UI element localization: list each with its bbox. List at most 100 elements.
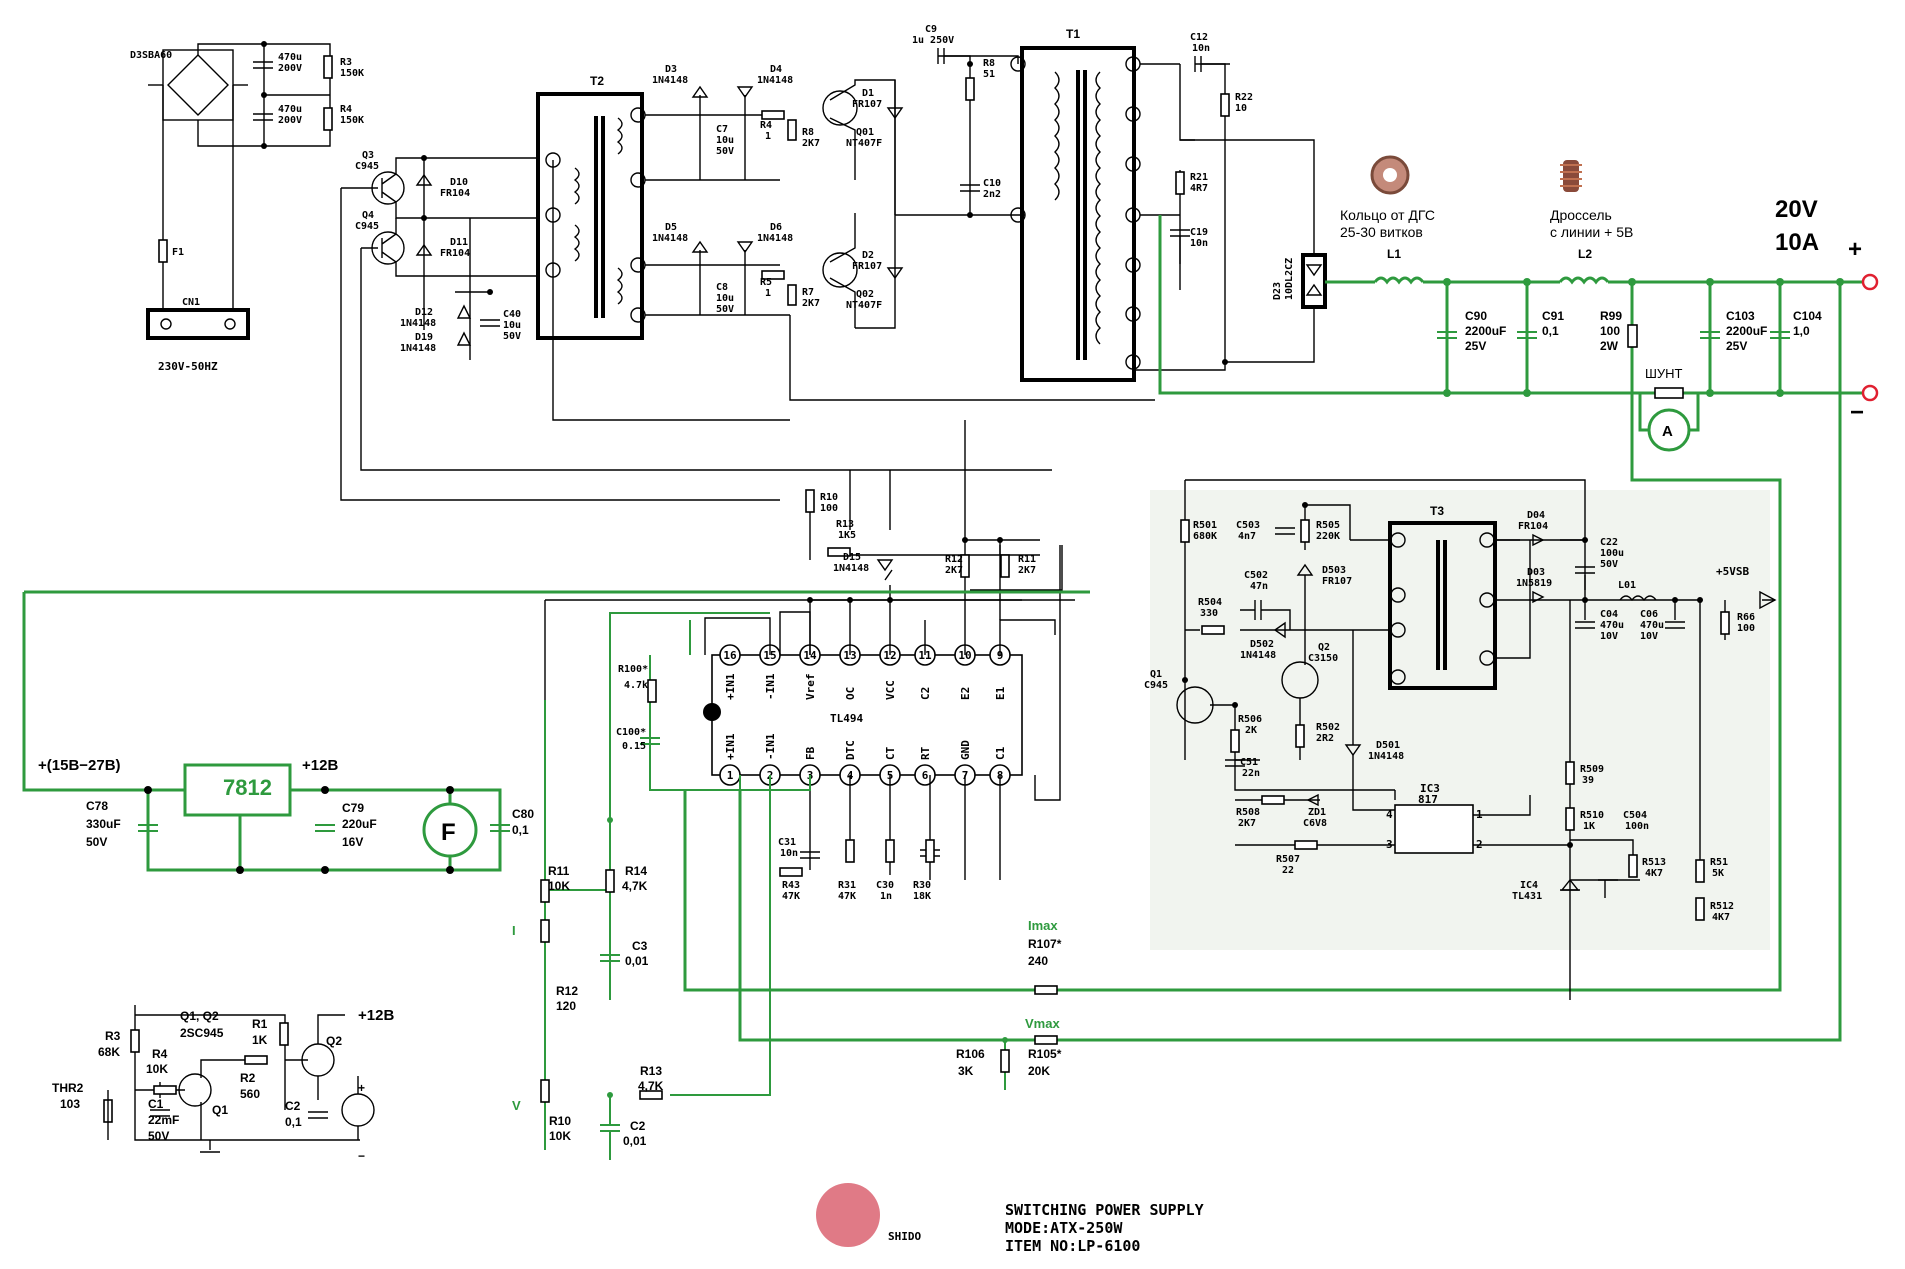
label-f-r4: R4 bbox=[152, 1047, 168, 1061]
label-r502v: 2R2 bbox=[1316, 733, 1334, 744]
ring-core-note: Кольцо от ДГС bbox=[1340, 207, 1435, 223]
label-r5: R5 bbox=[760, 277, 772, 288]
label-r508: R508 bbox=[1236, 807, 1260, 818]
label-f-r3: R3 bbox=[105, 1029, 121, 1043]
reg7812-label: 7812 bbox=[223, 775, 272, 800]
label-c-470b: 470u bbox=[278, 104, 302, 115]
label-f-c2v: 0,1 bbox=[285, 1115, 302, 1129]
label-c79v: 220uF bbox=[342, 817, 377, 831]
choke-line-note: с линии + 5В bbox=[1550, 224, 1633, 240]
russian-annotations: Кольцо от ДГС 25-30 витков Дроссель с ли… bbox=[38, 207, 1749, 1113]
label-f-c2: C2 bbox=[285, 1099, 301, 1113]
label-d12v: 1N4148 bbox=[400, 318, 436, 329]
label-r10v: 100 bbox=[820, 503, 838, 514]
fan-letter: F bbox=[441, 819, 456, 846]
label-f-thr: THR2 bbox=[52, 1081, 84, 1095]
imax-label: Imax bbox=[1028, 918, 1058, 933]
label-r8b: R8 bbox=[802, 127, 814, 138]
label-d501: D501 bbox=[1376, 740, 1400, 751]
label-d10v: FR104 bbox=[440, 188, 470, 199]
label-d11: D11 bbox=[450, 237, 468, 248]
ic3-name: IC3 bbox=[1420, 782, 1440, 795]
label-c06v: 470u bbox=[1640, 620, 1664, 631]
tl494-pin-name: +IN1 bbox=[724, 673, 737, 700]
label-r11b: R11 bbox=[548, 864, 570, 878]
tl494-pin-number: 11 bbox=[918, 649, 932, 662]
label-r14v: 4,7K bbox=[622, 879, 648, 893]
tl494-pin-number: 14 bbox=[803, 649, 817, 662]
label-r505: R505 bbox=[1316, 520, 1340, 531]
label-r107v: 240 bbox=[1028, 954, 1048, 968]
label-f-q2: Q2 bbox=[326, 1034, 342, 1048]
tl494-pin-number: 13 bbox=[843, 649, 856, 662]
label-c8v2: 50V bbox=[716, 304, 734, 315]
tl494-pin-name: E1 bbox=[994, 686, 1007, 700]
tl494-pin-name: C2 bbox=[919, 687, 932, 700]
label-r106: R106 bbox=[956, 1047, 985, 1061]
label-r508v: 2K7 bbox=[1238, 818, 1256, 829]
label-q2b: Q2 bbox=[1318, 642, 1330, 653]
label-c9v: 1u 250V bbox=[912, 35, 954, 46]
title-line2: MODE:ATX-250W bbox=[1005, 1219, 1123, 1237]
tl494-pin-name: FB bbox=[804, 746, 817, 760]
label-c8v: 10u bbox=[716, 293, 734, 304]
label-q3: Q3 bbox=[362, 150, 374, 161]
tl494-pin-name: VCC bbox=[884, 680, 897, 700]
label-r4: R4 bbox=[340, 104, 352, 115]
label-c04: C04 bbox=[1600, 609, 1618, 620]
label-r21v: 4R7 bbox=[1190, 183, 1208, 194]
label-q1bv: C945 bbox=[1144, 680, 1168, 691]
tl494-pin-name: OC bbox=[844, 687, 857, 700]
label-r10b: R10 bbox=[549, 1114, 571, 1128]
label-r31: R31 bbox=[838, 880, 856, 891]
label-f-minus: − bbox=[358, 1149, 365, 1163]
label-f-thrv: 103 bbox=[60, 1097, 80, 1111]
label-c79v2: 16V bbox=[342, 835, 363, 849]
label-q4: Q4 bbox=[362, 210, 374, 221]
tl494-pin-name: GND bbox=[959, 740, 972, 760]
feedback-network bbox=[540, 612, 1058, 1160]
ring-turns-note: 25-30 витков bbox=[1340, 224, 1423, 240]
label-r14: R14 bbox=[625, 864, 647, 878]
tl494-pin-name: +IN1 bbox=[724, 733, 737, 760]
tl494-pin-number: 1 bbox=[727, 769, 734, 782]
label-f-q1: Q1 bbox=[212, 1103, 228, 1117]
label-f-r1v: 1K bbox=[252, 1033, 268, 1047]
tl494-pin-name: -IN1 bbox=[764, 673, 777, 700]
ic3-pin3: 3 bbox=[1386, 838, 1393, 851]
ammeter-letter: A bbox=[1662, 423, 1673, 440]
output-plus-sign: + bbox=[1848, 236, 1862, 263]
label-r100v: 4.7k bbox=[624, 680, 648, 691]
label-c91v: 0,1 bbox=[1542, 324, 1559, 338]
label-d12: D12 bbox=[415, 307, 433, 318]
label-c502: C502 bbox=[1244, 570, 1268, 581]
tl494-pin-name: -IN1 bbox=[764, 733, 777, 760]
label-cn1: CN1 bbox=[182, 297, 200, 308]
fan-regulator bbox=[22, 590, 1090, 874]
label-c7: C7 bbox=[716, 124, 728, 135]
label-c78v2: 50V bbox=[86, 835, 107, 849]
label-d4v: 1N4148 bbox=[757, 75, 793, 86]
label-d1: D1 bbox=[862, 88, 874, 99]
fan2-12v-label: +12В bbox=[358, 1007, 394, 1024]
label-r502: R502 bbox=[1316, 722, 1340, 733]
label-r12a: R12 bbox=[945, 554, 963, 565]
label-r510v: 1K bbox=[1583, 821, 1595, 832]
label-c104v: 1,0 bbox=[1793, 324, 1810, 338]
standby-section-background bbox=[1150, 490, 1770, 950]
label-r8av: 51 bbox=[983, 69, 995, 80]
label-d5v: 1N4148 bbox=[652, 233, 688, 244]
label-r105v: 20K bbox=[1028, 1064, 1050, 1078]
label-r504v: 330 bbox=[1200, 608, 1218, 619]
label-r11a: R11 bbox=[1018, 554, 1036, 565]
label-r4bv: 1 bbox=[765, 131, 771, 142]
label-d2: D2 bbox=[862, 250, 874, 261]
shido-logo bbox=[816, 1183, 880, 1247]
label-r66v: 100 bbox=[1737, 623, 1755, 634]
label-r43v: 47K bbox=[782, 891, 800, 902]
label-r51v: 5K bbox=[1712, 868, 1724, 879]
label-d15v: 1N4148 bbox=[833, 563, 869, 574]
tl494-pin-name: RT bbox=[919, 746, 932, 760]
